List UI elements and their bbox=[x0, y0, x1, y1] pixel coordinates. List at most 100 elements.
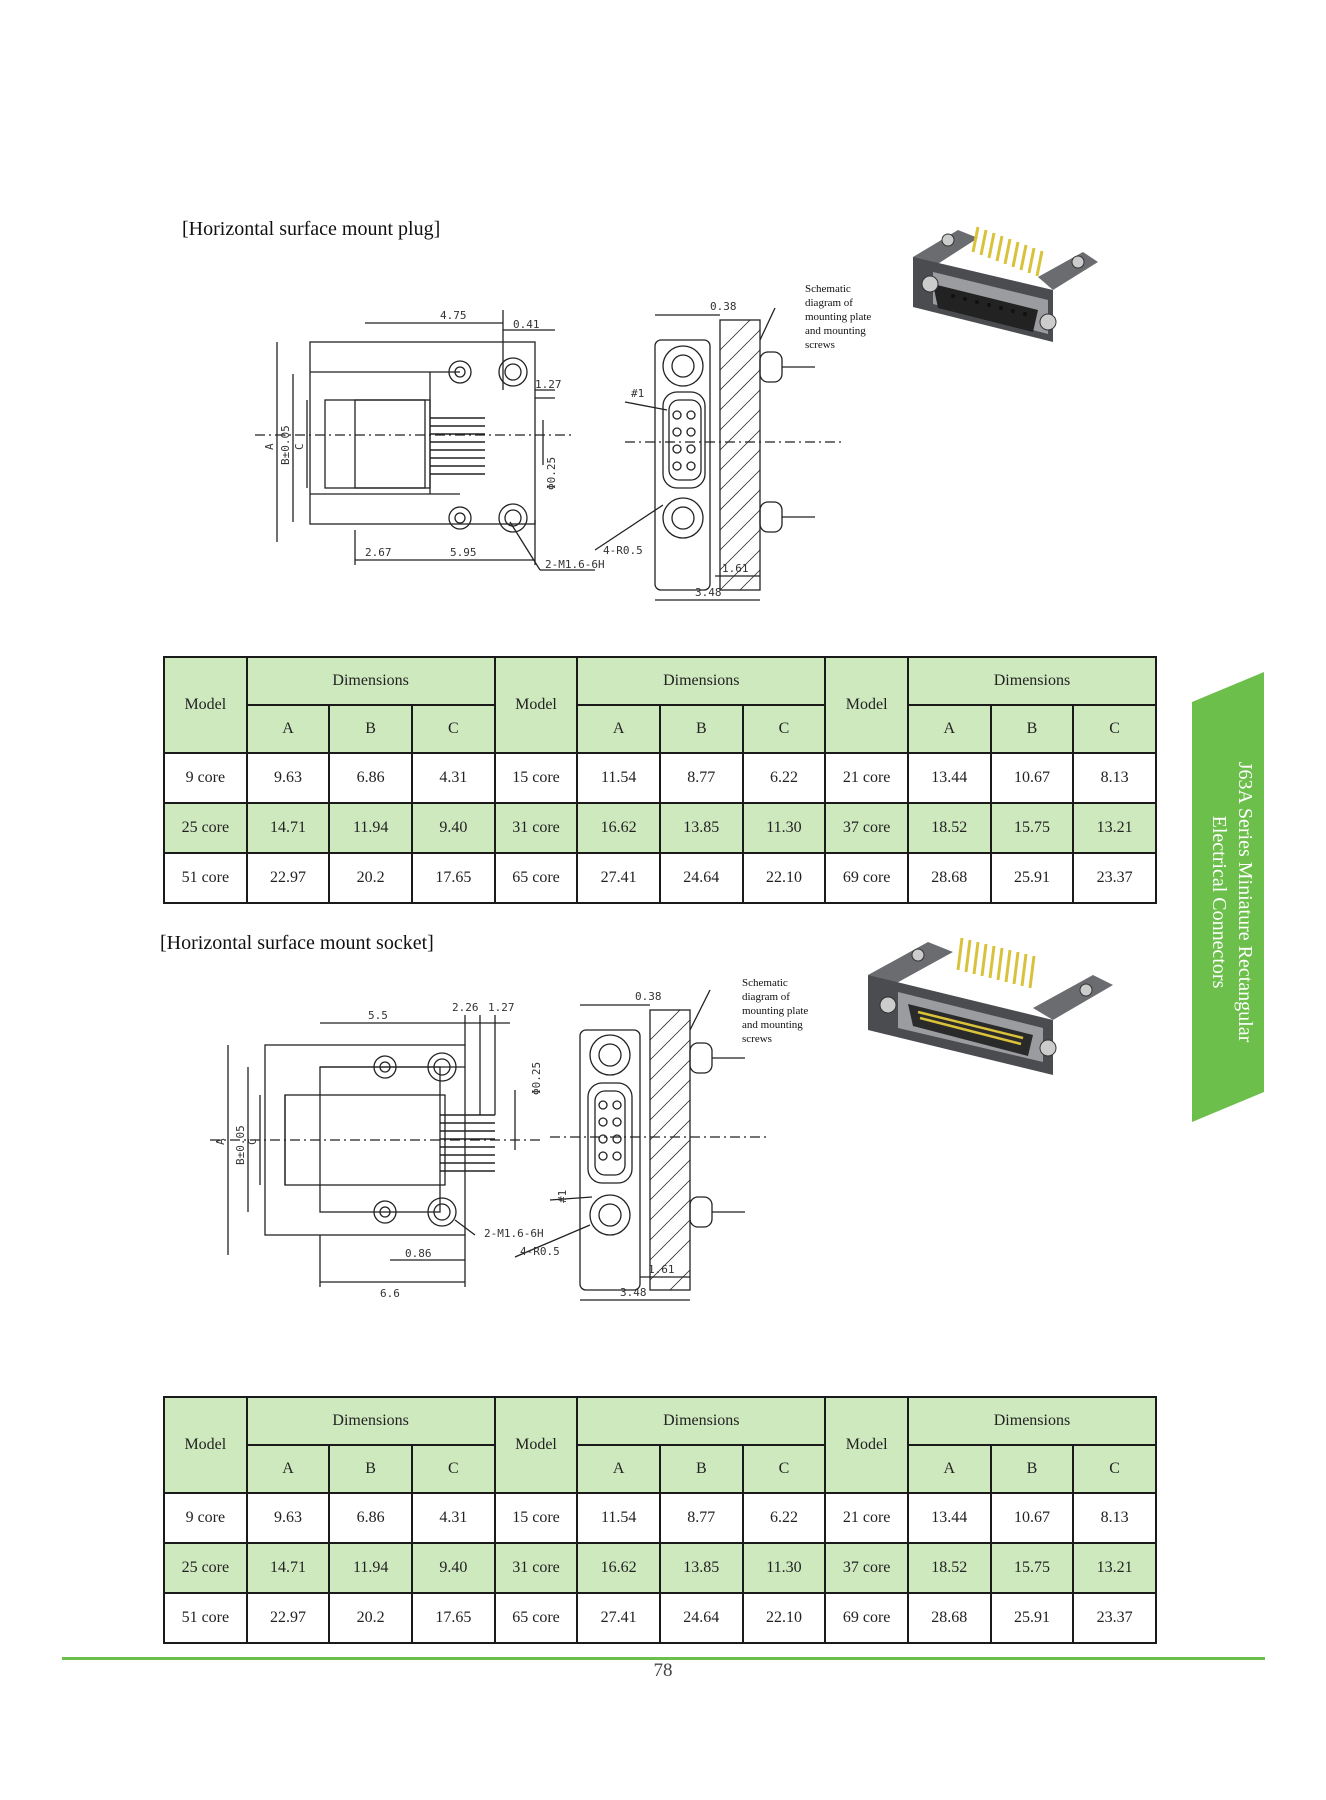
socket-dim-0-86: 0.86 bbox=[405, 1247, 432, 1260]
table-cell: 22.97 bbox=[245, 1592, 331, 1644]
table-row: 9 core 9.63 6.86 4.31 15 core 11.54 8.77… bbox=[163, 752, 1157, 804]
table-col-b: B bbox=[328, 704, 413, 754]
socket-dim-6-6: 6.6 bbox=[380, 1287, 400, 1300]
table-cell-model: 65 core bbox=[493, 852, 579, 904]
table-cell: 28.68 bbox=[906, 852, 992, 904]
table-cell: 23.37 bbox=[1072, 1592, 1157, 1644]
table-col-a: A bbox=[576, 704, 661, 754]
table-col-c: C bbox=[1072, 1444, 1157, 1494]
table-header-model: Model bbox=[163, 1396, 248, 1494]
table-cell: 22.10 bbox=[741, 852, 827, 904]
socket-schematic-caption: Schematic diagram of mounting plate and … bbox=[742, 977, 809, 1045]
table-cell: 4.31 bbox=[410, 752, 496, 804]
socket-dimensions-table: Model Dimensions Model Dimensions Model … bbox=[163, 1396, 1158, 1644]
plug-dim-0-38: 0.38 bbox=[710, 300, 737, 313]
table-cell: 24.64 bbox=[658, 1592, 744, 1644]
table-cell: 6.22 bbox=[741, 1492, 827, 1544]
table-header-model: Model bbox=[824, 1396, 909, 1494]
plug-dim-1-61: 1.61 bbox=[722, 562, 749, 575]
table-cell: 13.44 bbox=[906, 1492, 992, 1544]
table-cell-model: 21 core bbox=[824, 752, 909, 804]
table-cell: 13.85 bbox=[658, 1542, 744, 1594]
table-cell: 22.97 bbox=[245, 852, 331, 904]
table-cell: 6.86 bbox=[328, 1492, 413, 1544]
table-col-b: B bbox=[658, 1444, 744, 1494]
socket-label-b: B±0.05 bbox=[234, 1125, 247, 1165]
socket-dim-phi: Φ0.25 bbox=[530, 1062, 543, 1095]
side-tab-label: J63A Series Miniature Rectangular Electr… bbox=[1208, 761, 1256, 1043]
table-cell: 18.52 bbox=[906, 802, 992, 854]
table-cell-model: 15 core bbox=[493, 752, 579, 804]
table-col-a: A bbox=[245, 1444, 331, 1494]
table-cell: 11.30 bbox=[741, 1542, 827, 1594]
table-col-b: B bbox=[989, 1444, 1075, 1494]
table-cell-model: 15 core bbox=[493, 1492, 579, 1544]
plug-drawing: 4.75 0.41 1.27 Φ0.25 2.67 5.95 2-M1.6-6H… bbox=[255, 300, 845, 601]
table-cell-model: 9 core bbox=[163, 752, 248, 804]
socket-dim-3-48: 3.48 bbox=[620, 1286, 647, 1299]
socket-dim-1-61: 1.61 bbox=[648, 1263, 675, 1276]
table-col-a: A bbox=[576, 1444, 661, 1494]
plug-dim-radius: 4-R0.5 bbox=[603, 544, 643, 557]
table-cell-model: 9 core bbox=[163, 1492, 248, 1544]
plug-section-title: [Horizontal surface mount plug] bbox=[182, 218, 441, 240]
table-cell: 18.52 bbox=[906, 1542, 992, 1594]
table-cell: 8.13 bbox=[1072, 1492, 1157, 1544]
table-cell: 24.64 bbox=[658, 852, 744, 904]
table-cell: 17.65 bbox=[410, 1592, 496, 1644]
socket-dim-1-27: 1.27 bbox=[488, 1001, 515, 1014]
table-cell: 13.21 bbox=[1072, 802, 1157, 854]
table-cell: 6.86 bbox=[328, 752, 413, 804]
table-row: 25 core 14.71 11.94 9.40 31 core 16.62 1… bbox=[163, 802, 1157, 854]
plug-connector-image bbox=[913, 226, 1098, 342]
table-cell-model: 69 core bbox=[824, 852, 909, 904]
table-cell: 16.62 bbox=[576, 802, 661, 854]
table-cell-model: 37 core bbox=[824, 802, 909, 854]
table-cell-model: 25 core bbox=[163, 802, 248, 854]
plug-dim-3-48: 3.48 bbox=[695, 586, 722, 599]
table-cell: 9.40 bbox=[410, 1542, 496, 1594]
table-cell: 28.68 bbox=[906, 1592, 992, 1644]
table-cell: 13.21 bbox=[1072, 1542, 1157, 1594]
plug-dim-1-27: 1.27 bbox=[535, 378, 562, 391]
table-col-a: A bbox=[906, 1444, 992, 1494]
table-cell-model: 37 core bbox=[824, 1542, 909, 1594]
plug-dimensions-table: Model Dimensions Model Dimensions Model … bbox=[163, 656, 1158, 904]
socket-section-title: [Horizontal surface mount socket] bbox=[160, 932, 434, 954]
table-col-b: B bbox=[989, 704, 1075, 754]
plug-dim-4-75: 4.75 bbox=[440, 309, 467, 322]
plug-label-b: B±0.05 bbox=[279, 425, 292, 465]
plug-dim-0-41: 0.41 bbox=[513, 318, 540, 331]
footer-rule bbox=[62, 1657, 1265, 1660]
table-cell: 23.37 bbox=[1072, 852, 1157, 904]
table-col-c: C bbox=[1072, 704, 1157, 754]
socket-dim-2-26: 2.26 bbox=[452, 1001, 479, 1014]
table-row: 51 core 22.97 20.2 17.65 65 core 27.41 2… bbox=[163, 852, 1157, 904]
table-cell: 8.77 bbox=[658, 752, 744, 804]
table-cell: 13.85 bbox=[658, 802, 744, 854]
table-cell: 8.77 bbox=[658, 1492, 744, 1544]
table-cell: 15.75 bbox=[989, 802, 1075, 854]
table-cell-model: 51 core bbox=[163, 1592, 248, 1644]
table-col-c: C bbox=[410, 704, 496, 754]
table-cell: 20.2 bbox=[328, 852, 413, 904]
table-cell: 11.94 bbox=[328, 802, 413, 854]
table-col-c: C bbox=[410, 1444, 496, 1494]
plug-dim-phi: Φ0.25 bbox=[545, 457, 558, 490]
table-header-model: Model bbox=[493, 1396, 579, 1494]
socket-label-c: C bbox=[246, 1138, 259, 1145]
table-col-c: C bbox=[741, 704, 827, 754]
table-cell-model: 31 core bbox=[493, 1542, 579, 1594]
table-header-model: Model bbox=[163, 656, 248, 754]
table-cell: 17.65 bbox=[410, 852, 496, 904]
table-cell: 9.63 bbox=[245, 752, 331, 804]
table-cell-model: 51 core bbox=[163, 852, 248, 904]
plug-label-a: A bbox=[263, 443, 276, 450]
table-row: 25 core 14.71 11.94 9.40 31 core 16.62 1… bbox=[163, 1542, 1157, 1594]
table-col-a: A bbox=[245, 704, 331, 754]
table-cell: 9.63 bbox=[245, 1492, 331, 1544]
table-cell-model: 69 core bbox=[824, 1592, 909, 1644]
table-cell: 11.94 bbox=[328, 1542, 413, 1594]
table-cell: 4.31 bbox=[410, 1492, 496, 1544]
side-category-tab bbox=[1192, 672, 1264, 1122]
